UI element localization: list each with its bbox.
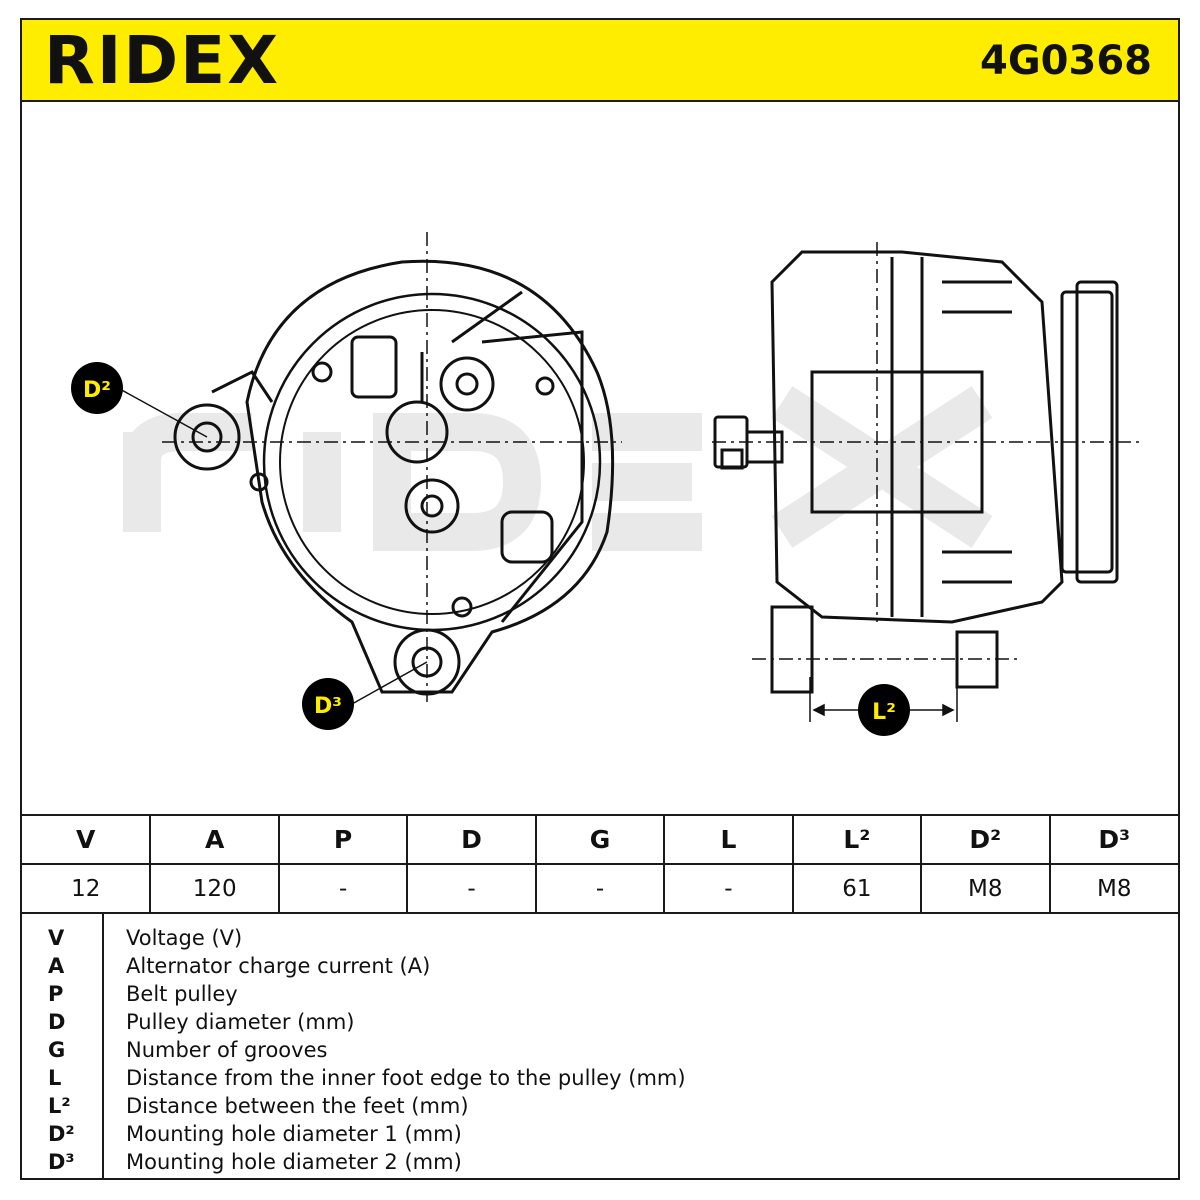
datasheet-frame: RIDEX 4G0368: [20, 18, 1180, 1180]
callout-l2: L²: [858, 684, 910, 736]
legend-symbol: L²: [48, 1094, 71, 1118]
spec-header-a: A: [149, 814, 280, 865]
spec-value-row: 12 120 - - - - 61 M8 M8: [22, 863, 1178, 914]
spec-header-l2: L²: [791, 814, 923, 865]
legend-row: G Number of grooves: [22, 1036, 1178, 1064]
legend-row: V Voltage (V): [22, 924, 1178, 952]
legend-symbol: D: [48, 1010, 66, 1034]
legend-description: Belt pulley: [126, 982, 238, 1006]
legend-row: L Distance from the inner foot edge to t…: [22, 1064, 1178, 1092]
legend-row: L² Distance between the feet (mm): [22, 1092, 1178, 1120]
spec-value-l: -: [663, 863, 794, 914]
part-number: 4G0368: [980, 38, 1152, 84]
spec-value-d2: M8: [920, 863, 1051, 914]
legend-description: Pulley diameter (mm): [126, 1010, 355, 1034]
legend-symbol: D³: [48, 1150, 75, 1174]
legend-row: D² Mounting hole diameter 1 (mm): [22, 1120, 1178, 1148]
spec-value-v: 12: [22, 863, 152, 914]
callout-d3-label: D³: [314, 694, 342, 719]
legend-row: D³ Mounting hole diameter 2 (mm): [22, 1148, 1178, 1176]
brand-logo: RIDEX: [44, 22, 281, 99]
spec-header-p: P: [277, 814, 409, 865]
side-view-centerlines: [712, 242, 1142, 660]
spec-header-d: D: [406, 814, 537, 865]
alternator-drawing-svg: D² D³ L²: [71, 232, 1142, 736]
legend-symbol: L: [48, 1066, 62, 1090]
legend: V Voltage (V) A Alternator charge curren…: [22, 914, 1178, 1180]
alternator-side-view: [713, 250, 1119, 694]
legend-description: Distance between the feet (mm): [126, 1094, 469, 1118]
legend-symbol: G: [48, 1038, 66, 1062]
spec-header-row: V A P D G L L² D² D³: [22, 814, 1178, 865]
callout-d2: D²: [71, 362, 123, 414]
front-view-centerlines: [162, 232, 622, 702]
callout-d2-label: D²: [83, 378, 111, 403]
legend-description: Number of grooves: [126, 1038, 328, 1062]
legend-symbol: A: [48, 954, 65, 978]
spec-header-v: V: [22, 814, 152, 865]
watermark-logo: [123, 386, 993, 551]
legend-divider: [102, 914, 104, 1180]
legend-symbol: D²: [48, 1122, 75, 1146]
legend-row: D Pulley diameter (mm): [22, 1008, 1178, 1036]
legend-row: P Belt pulley: [22, 980, 1178, 1008]
spec-header-g: G: [534, 814, 666, 865]
spec-value-g: -: [534, 863, 666, 914]
callout-l2-label: L²: [872, 700, 896, 725]
callout-leaders: [117, 387, 428, 705]
legend-description: Distance from the inner foot edge to the…: [126, 1066, 686, 1090]
legend-description: Mounting hole diameter 1 (mm): [126, 1122, 462, 1146]
legend-row: A Alternator charge current (A): [22, 952, 1178, 980]
spec-value-l2: 61: [791, 863, 923, 914]
legend-description: Mounting hole diameter 2 (mm): [126, 1150, 462, 1174]
spec-value-a: 120: [149, 863, 280, 914]
spec-table: V A P D G L L² D² D³ 12 120 - - - - 61 M…: [22, 814, 1178, 914]
spec-value-d: -: [406, 863, 537, 914]
spec-header-l: L: [663, 814, 794, 865]
callout-d3: D³: [302, 678, 354, 730]
spec-header-d3: D³: [1048, 814, 1178, 865]
legend-description: Alternator charge current (A): [126, 954, 431, 978]
legend-description: Voltage (V): [126, 926, 243, 950]
technical-drawing: D² D³ L²: [22, 102, 1178, 814]
spec-value-p: -: [277, 863, 409, 914]
legend-symbol: P: [48, 982, 64, 1006]
spec-value-d3: M8: [1048, 863, 1178, 914]
legend-symbol: V: [48, 926, 65, 950]
header-bar: RIDEX 4G0368: [22, 20, 1178, 102]
spec-header-d2: D²: [920, 814, 1051, 865]
alternator-front-view: [173, 259, 615, 696]
